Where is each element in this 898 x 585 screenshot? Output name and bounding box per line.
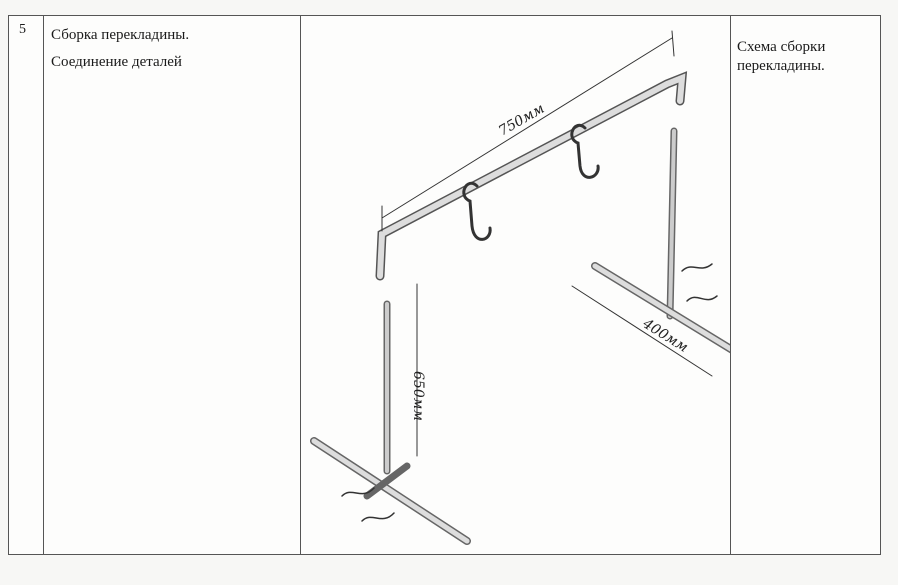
hook [570,123,600,179]
pin [341,487,395,522]
dimension-line [571,285,713,377]
hook [462,181,492,241]
pin [681,263,718,302]
step-subtitle: Соединение деталей [51,54,182,70]
dimension-line [381,37,673,219]
row-number: 5 [19,22,26,37]
column-divider [43,16,44,554]
assembly-table: 5 Сборка перекладины. Соединение деталей… [8,15,881,555]
figure-caption: Схема сборки перекладины. [737,39,826,74]
dim-post-label: 650мм [410,371,426,421]
step-description: Сборка перекладины. Соединение деталей [51,22,189,76]
crossbar-assembly-drawing: 750мм 650мм 400мм [310,30,730,545]
step-title: Сборка перекладины. [51,27,190,43]
column-divider [300,16,301,554]
column-divider [730,16,731,554]
